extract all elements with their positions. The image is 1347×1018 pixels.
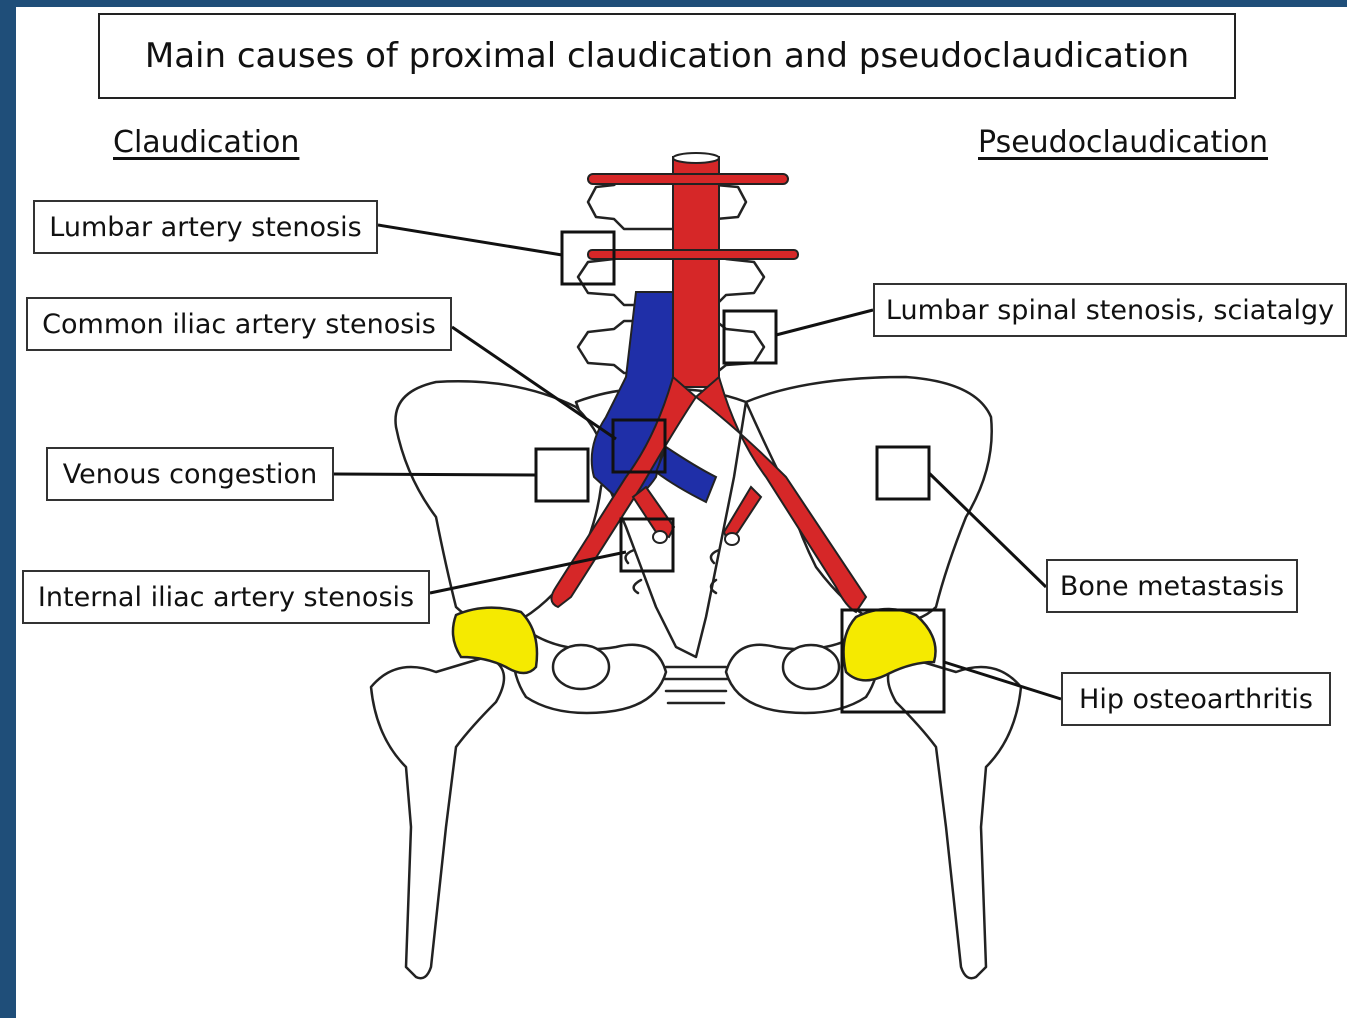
label-common-iliac-artery-stenosis: Common iliac artery stenosis xyxy=(26,297,452,351)
right-femur xyxy=(888,657,1021,978)
pubic-symphysis xyxy=(664,667,728,703)
left-obturator xyxy=(553,645,609,689)
label-bone-metastasis: Bone metastasis xyxy=(1046,559,1298,613)
label-internal-iliac-artery-stenosis: Internal iliac artery stenosis xyxy=(22,570,430,624)
leader-lumbar-spinal xyxy=(776,310,873,335)
claudication-heading: Claudication xyxy=(113,125,299,160)
label-hip-osteoarthritis: Hip osteoarthritis xyxy=(1061,672,1331,726)
label-venous-congestion: Venous congestion xyxy=(46,447,334,501)
leader-lumbar-artery xyxy=(378,225,562,255)
pseudoclaudication-heading: Pseudoclaudication xyxy=(978,125,1268,160)
diagram-page: Main causes of proximal claudication and… xyxy=(16,7,1347,1018)
diagram-title: Main causes of proximal claudication and… xyxy=(98,13,1236,99)
leader-venous xyxy=(334,474,536,475)
label-lumbar-spinal-stenosis: Lumbar spinal stenosis, sciatalgy xyxy=(873,283,1347,337)
label-lumbar-artery-stenosis: Lumbar artery stenosis xyxy=(33,200,378,254)
left-femur xyxy=(371,657,504,978)
right-obturator xyxy=(783,645,839,689)
